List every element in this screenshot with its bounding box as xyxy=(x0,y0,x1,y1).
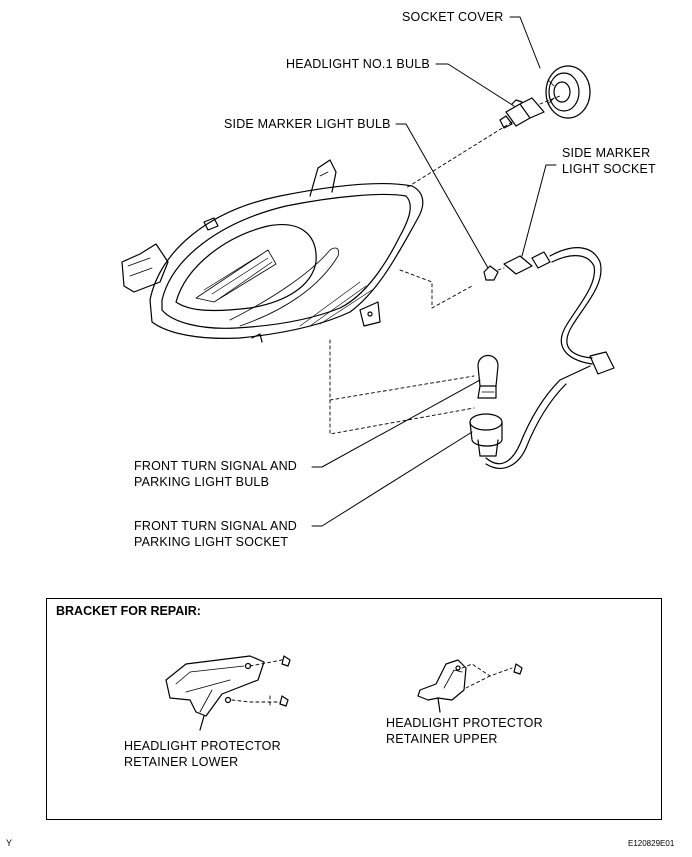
side-marker-bulb-label: SIDE MARKER LIGHT BULB xyxy=(224,117,391,131)
retainer-upper-label-line1: HEADLIGHT PROTECTOR xyxy=(386,716,543,730)
side-marker-socket-part xyxy=(485,247,615,469)
turn-signal-bulb-label-line1: FRONT TURN SIGNAL AND xyxy=(134,459,298,473)
turn-signal-socket-label-line1: FRONT TURN SIGNAL AND xyxy=(134,519,298,533)
side-marker-socket-label: SIDE MARKER LIGHT SOCKET xyxy=(562,145,656,177)
retainer-upper-part xyxy=(417,659,523,713)
side-marker-bulb-part xyxy=(483,265,499,281)
dashed-guide-lines xyxy=(329,95,561,435)
retainer-lower-label-line1: HEADLIGHT PROTECTOR xyxy=(124,739,281,753)
turn-signal-socket-label: FRONT TURN SIGNAL AND PARKING LIGHT SOCK… xyxy=(134,518,297,550)
retainer-lower-label: HEADLIGHT PROTECTOR RETAINER LOWER xyxy=(124,738,281,770)
footer-left-code: Y xyxy=(6,838,13,848)
socket-cover-label: SOCKET COVER xyxy=(402,10,504,24)
bracket-for-repair-title: BRACKET FOR REPAIR: xyxy=(56,604,201,618)
turn-signal-bulb-part xyxy=(477,354,499,399)
turn-signal-bulb-label-line2: PARKING LIGHT BULB xyxy=(134,475,270,489)
headlight-bulb-part xyxy=(499,97,545,129)
turn-signal-socket-part xyxy=(469,413,503,457)
footer-figure-code: E120829E01 xyxy=(628,839,675,848)
turn-signal-bulb-label: FRONT TURN SIGNAL AND PARKING LIGHT BULB xyxy=(134,458,297,490)
retainer-upper-label-line2: RETAINER UPPER xyxy=(386,732,498,746)
socket-cover-part xyxy=(545,65,591,119)
side-marker-socket-label-line1: SIDE MARKER xyxy=(562,146,651,160)
turn-signal-socket-label-line2: PARKING LIGHT SOCKET xyxy=(134,535,289,549)
retainer-lower-part xyxy=(165,655,291,731)
headlight-bulb-label: HEADLIGHT NO.1 BULB xyxy=(286,57,430,71)
retainer-upper-label: HEADLIGHT PROTECTOR RETAINER UPPER xyxy=(386,715,543,747)
retainer-lower-label-line2: RETAINER LOWER xyxy=(124,755,239,769)
side-marker-socket-label-line2: LIGHT SOCKET xyxy=(562,162,656,176)
bracket-for-repair-box xyxy=(46,598,662,820)
headlight-assembly xyxy=(121,159,424,343)
leader-lines xyxy=(311,16,557,527)
